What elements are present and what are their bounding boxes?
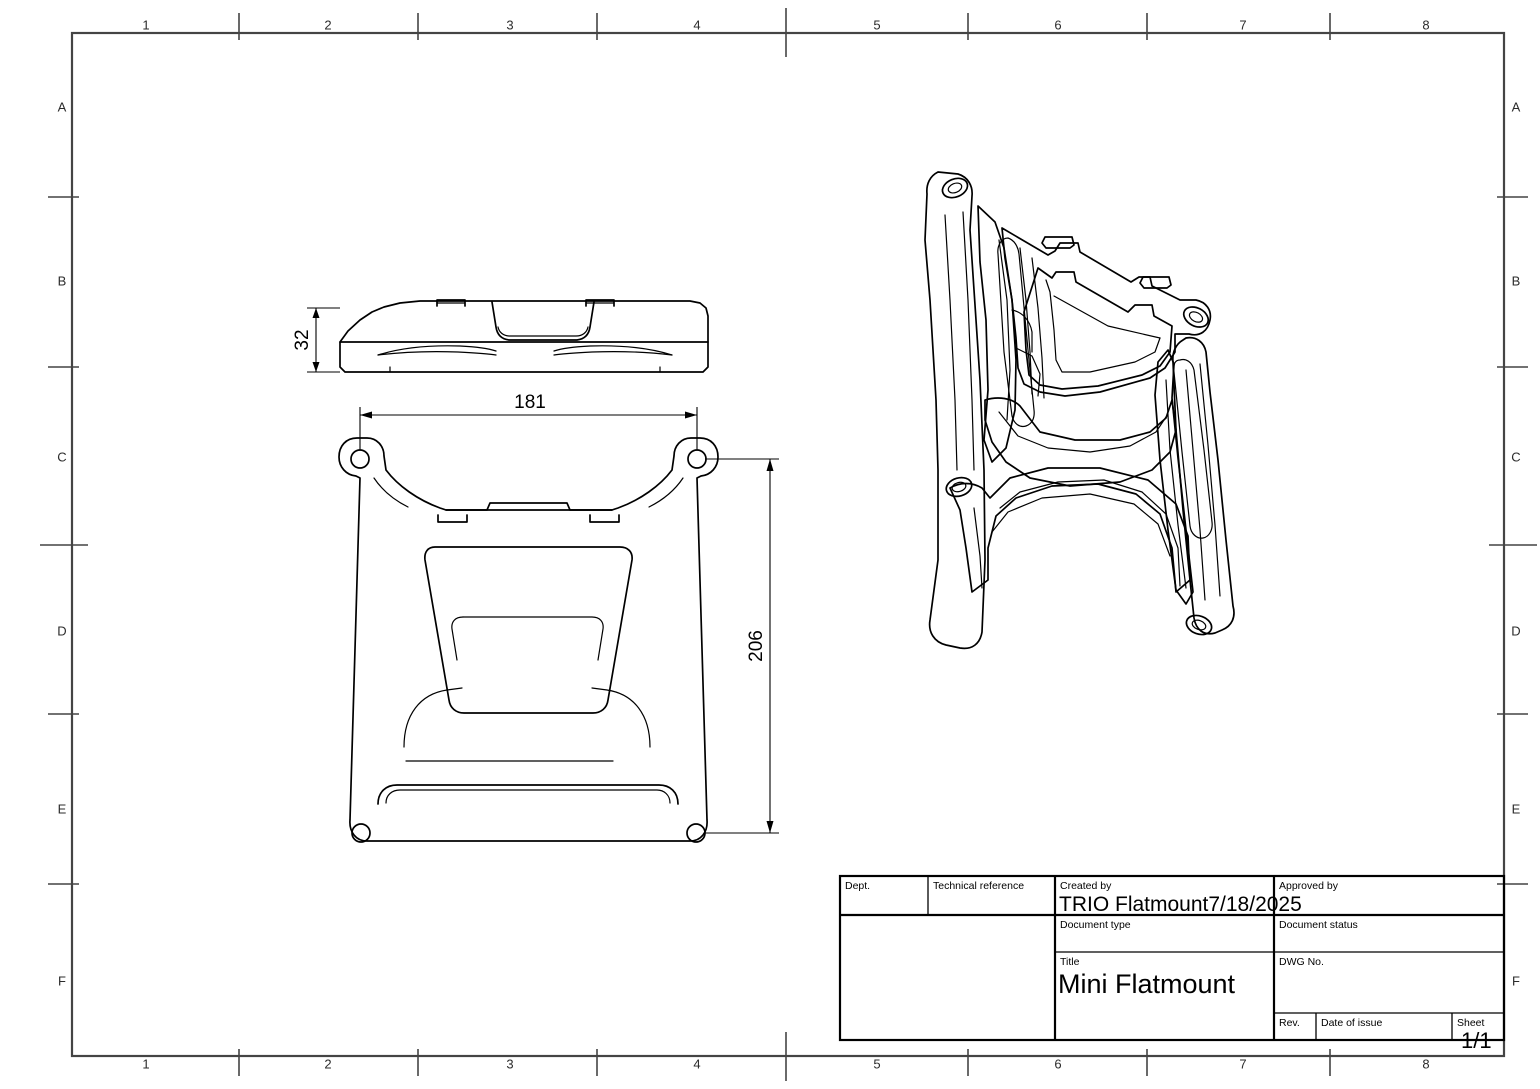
- zone-row-left-b: B: [58, 273, 67, 288]
- zone-col-bottom-1: 1: [142, 1056, 149, 1071]
- zone-row-right-e: E: [1512, 801, 1521, 816]
- titleblock-createdby-label: Created by: [1060, 880, 1112, 892]
- titleblock-sheet-label: Sheet: [1457, 1017, 1485, 1029]
- zone-col-top-3: 3: [506, 17, 513, 32]
- zone-row-left-c: C: [57, 449, 66, 464]
- zone-row-right-b: B: [1512, 273, 1521, 288]
- titleblock-sheet-value: 1/1: [1461, 1028, 1492, 1053]
- dimension-label-206: 206: [746, 630, 767, 662]
- zone-col-bottom-7: 7: [1239, 1056, 1246, 1071]
- dimension-181: 181: [359, 392, 698, 450]
- zone-col-top-2: 2: [324, 17, 331, 32]
- zone-col-bottom-3: 3: [506, 1056, 513, 1071]
- zone-col-top-4: 4: [693, 17, 700, 32]
- zone-col-top-5: 5: [873, 17, 880, 32]
- dimension-label-32: 32: [292, 329, 313, 350]
- titleblock-docstatus-label: Document status: [1279, 919, 1358, 931]
- zone-col-bottom-4: 4: [693, 1056, 700, 1071]
- title-block: Dept. Technical reference Created by TRI…: [838, 874, 1506, 1053]
- dimension-label-181: 181: [514, 392, 546, 413]
- border-zone-labels: 1 2 3 4 5 6 7 8 1 2 3 4 5 6 7 8 A B C D …: [57, 17, 1520, 1071]
- titleblock-title-value: Mini Flatmount: [1058, 969, 1236, 999]
- zone-row-left-d: D: [57, 623, 66, 638]
- zone-col-bottom-2: 2: [324, 1056, 331, 1071]
- titleblock-rev-label: Rev.: [1279, 1017, 1300, 1029]
- zone-row-left-e: E: [58, 801, 67, 816]
- zone-row-right-a: A: [1512, 99, 1521, 114]
- titleblock-title-label: Title: [1060, 956, 1080, 968]
- zone-row-left-f: F: [58, 973, 66, 988]
- isometric-view: [924, 171, 1235, 650]
- titleblock-dwgno-label: DWG No.: [1279, 956, 1324, 968]
- border-zone-ticks: [40, 8, 1537, 1081]
- zone-col-bottom-5: 5: [873, 1056, 880, 1071]
- dimension-206: 206: [705, 458, 779, 834]
- zone-row-right-d: D: [1511, 623, 1520, 638]
- zone-row-right-f: F: [1512, 973, 1520, 988]
- titleblock-techref-label: Technical reference: [933, 880, 1024, 892]
- zone-col-bottom-8: 8: [1422, 1056, 1429, 1071]
- titleblock-doctype-label: Document type: [1060, 919, 1131, 931]
- zone-col-bottom-6: 6: [1054, 1056, 1061, 1071]
- titleblock-createdby-value: TRIO Flatmount7/18/2025: [1059, 893, 1302, 916]
- zone-row-right-c: C: [1511, 449, 1520, 464]
- side-elevation-view: [339, 299, 709, 373]
- zone-col-top-1: 1: [142, 17, 149, 32]
- titleblock-dateofissue-label: Date of issue: [1321, 1017, 1382, 1029]
- zone-col-top-7: 7: [1239, 17, 1246, 32]
- zone-col-top-8: 8: [1422, 17, 1429, 32]
- titleblock-approvedby-label: Approved by: [1279, 880, 1339, 892]
- titleblock-dept-label: Dept.: [845, 880, 870, 892]
- dimension-32: 32: [292, 307, 340, 373]
- zone-col-top-6: 6: [1054, 17, 1061, 32]
- zone-row-left-a: A: [58, 99, 67, 114]
